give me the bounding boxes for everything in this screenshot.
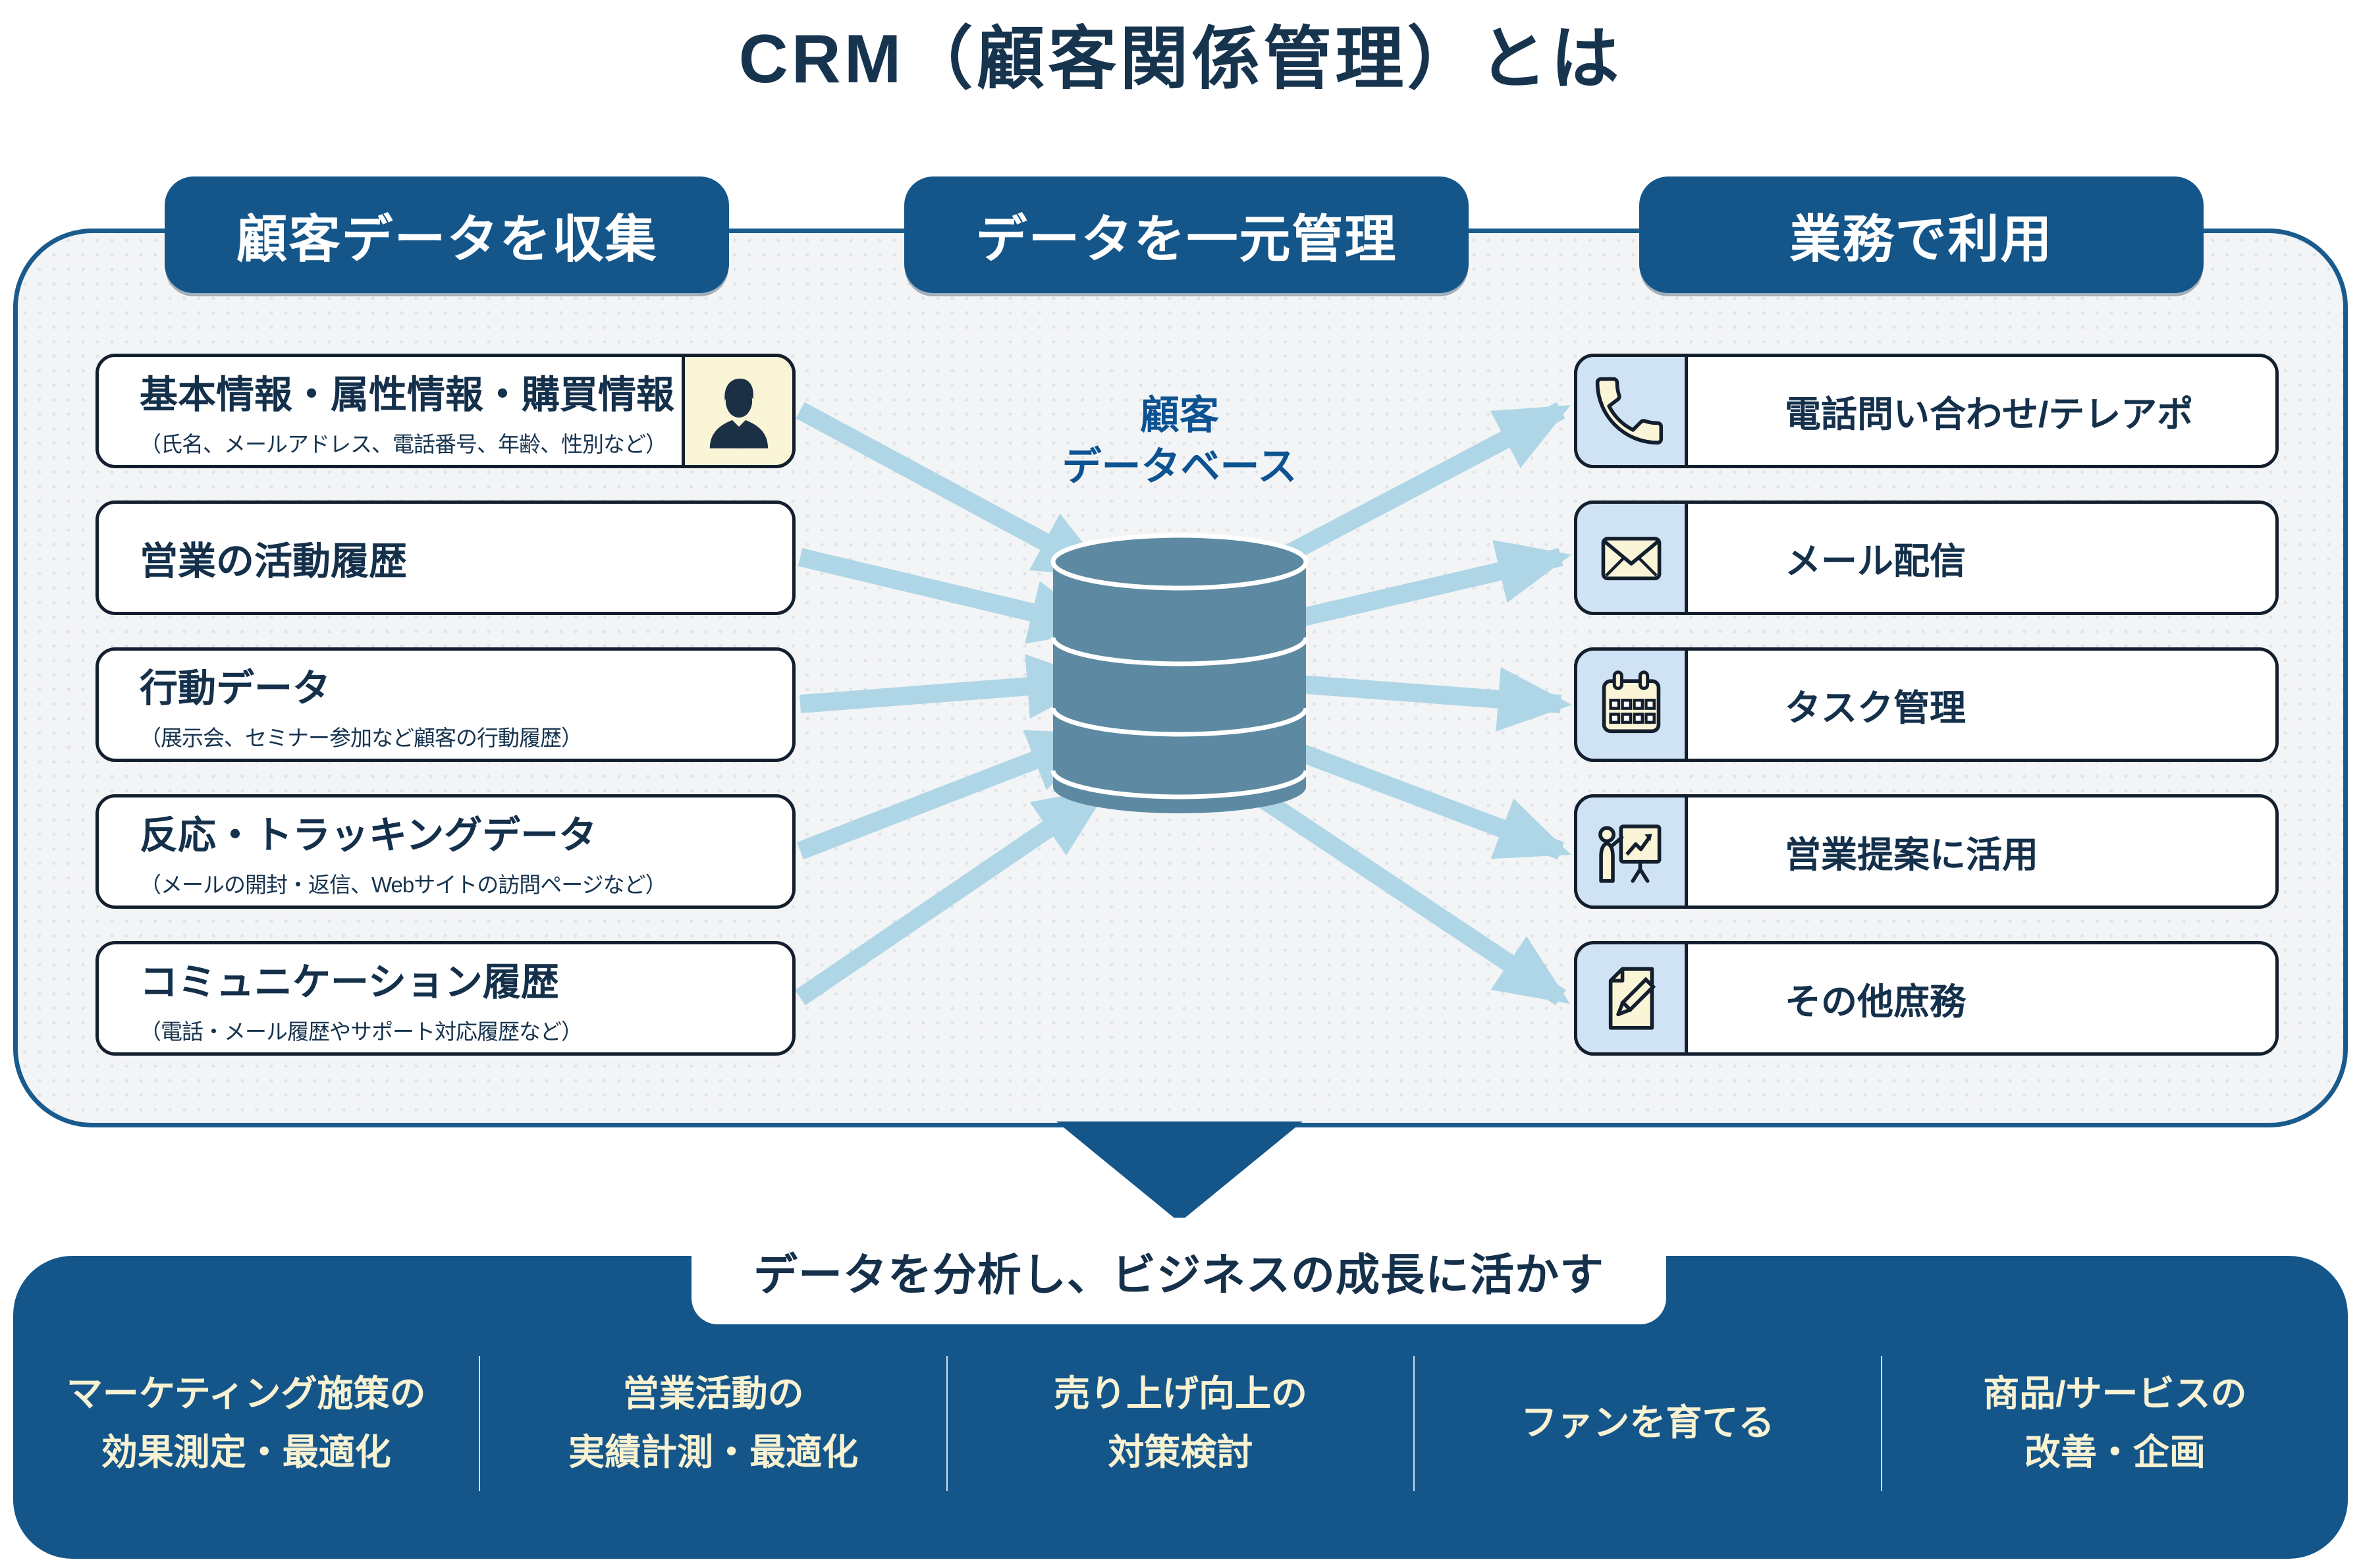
- page-title: CRM（顧客関係管理）とは: [738, 21, 1623, 97]
- source-box-sales-history: 営業の活動履歴: [95, 500, 796, 615]
- outcome-line: 売り上げ向上の: [1054, 1372, 1308, 1414]
- outcome-line: 効果測定・最適化: [101, 1432, 391, 1473]
- outcome-line: マーケティング施策の: [66, 1372, 426, 1414]
- avatar-panel: [682, 354, 796, 468]
- outcome-sales: 営業活動の 実績計測・最適化: [480, 1365, 946, 1482]
- use-box-phone: 電話問い合わせ/テレアポ: [1574, 354, 2279, 468]
- icon-panel: [1574, 647, 1688, 762]
- arrow-use-2: [1259, 539, 1572, 636]
- source-subtitle: （電話・メール履歴やサポート対応履歴など）: [140, 1019, 583, 1044]
- icon-panel: [1574, 354, 1688, 468]
- outcome-divider: [479, 1355, 481, 1491]
- arrow-source-5: [795, 786, 1109, 1006]
- outcome-divider: [1880, 1355, 1882, 1491]
- outcome-line: 商品/サービスの: [1983, 1372, 2247, 1414]
- outcome-line: 改善・企画: [2024, 1432, 2206, 1473]
- source-title: 行動データ: [140, 667, 331, 710]
- icon-panel: [1574, 941, 1688, 1056]
- outcome-product: 商品/サービスの 改善・企画: [1882, 1365, 2348, 1482]
- outcome-line: 実績計測・最適化: [568, 1432, 859, 1473]
- outcome-marketing: マーケティング施策の 効果測定・最適化: [13, 1365, 479, 1482]
- source-title: コミュニケーション履歴: [140, 961, 559, 1004]
- analysis-banner: データを分析し、ビジネスの成長に活かす: [692, 1218, 1666, 1324]
- icon-panel: [1574, 794, 1688, 909]
- outcome-divider: [946, 1355, 948, 1491]
- use-label: メール配信: [1785, 541, 1967, 581]
- outcome-divider: [1413, 1355, 1415, 1491]
- phone-icon: [1595, 377, 1663, 445]
- source-title: 営業の活動履歴: [140, 540, 408, 583]
- database-label-line2: データベース: [1062, 445, 1297, 489]
- arrow-use-3: [1263, 666, 1572, 732]
- source-box-tracking-data: 反応・トラッキングデータ （メールの開封・返信、Webサイトの訪問ページなど）: [95, 794, 796, 909]
- arrow-use-4: [1258, 728, 1571, 860]
- outcome-line: ファンを育てる: [1521, 1402, 1775, 1444]
- arrow-use-5: [1249, 786, 1570, 1006]
- use-label: 電話問い合わせ/テレアポ: [1785, 394, 2194, 435]
- outcome-fans: ファンを育てる: [1415, 1393, 1880, 1452]
- presentation-icon: [1598, 825, 1661, 883]
- mail-icon: [1601, 537, 1661, 581]
- use-box-sales-proposal: 営業提案に活用: [1574, 794, 2279, 909]
- outcome-revenue: 売り上げ向上の 対策検討: [948, 1365, 1413, 1482]
- arrow-use-1: [1250, 402, 1571, 580]
- use-box-general-affairs: その他庶務: [1574, 941, 2279, 1056]
- customer-database-label: 顧客 データベース: [982, 390, 1377, 493]
- source-title: 反応・トラッキングデータ: [140, 814, 597, 857]
- outcome-line: 対策検討: [1108, 1432, 1253, 1473]
- down-triangle-icon: [1056, 1122, 1303, 1222]
- use-box-task: タスク管理: [1574, 647, 2279, 762]
- source-subtitle: （氏名、メールアドレス、電話番号、年齢、性別など）: [140, 432, 667, 456]
- use-label: タスク管理: [1785, 688, 1967, 728]
- businessman-icon: [709, 378, 768, 448]
- outcome-line: 営業活動の: [622, 1372, 804, 1414]
- use-label: その他庶務: [1785, 981, 1967, 1022]
- stage-badge-manage: データを一元管理: [904, 176, 1469, 293]
- source-subtitle: （展示会、セミナー参加など顧客の行動履歴）: [140, 726, 583, 750]
- arrow-source-2: [798, 548, 1104, 644]
- stage-badge-use: 業務で利用: [1639, 176, 2204, 293]
- database-label-line1: 顧客: [1140, 393, 1219, 437]
- arrow-source-4: [796, 728, 1104, 860]
- database-cylinder-icon: [1050, 533, 1309, 813]
- use-box-mail: メール配信: [1574, 500, 2279, 615]
- arrow-source-3: [799, 654, 1101, 719]
- stage-badge-collect: 顧客データを収集: [165, 176, 729, 293]
- document-pencil-icon: [1608, 967, 1656, 1030]
- source-box-communication-history: コミュニケーション履歴 （電話・メール履歴やサポート対応履歴など）: [95, 941, 796, 1056]
- source-subtitle: （メールの開封・返信、Webサイトの訪問ページなど）: [140, 873, 667, 897]
- use-label: 営業提案に活用: [1785, 834, 2039, 875]
- source-box-behavior-data: 行動データ （展示会、セミナー参加など顧客の行動履歴）: [95, 647, 796, 762]
- calendar-icon: [1602, 670, 1660, 734]
- icon-panel: [1574, 500, 1688, 615]
- source-title: 基本情報・属性情報・購買情報: [140, 373, 675, 416]
- arrow-source-1: [796, 402, 1110, 580]
- source-box-basic-info: 基本情報・属性情報・購買情報 （氏名、メールアドレス、電話番号、年齢、性別など）: [95, 354, 796, 468]
